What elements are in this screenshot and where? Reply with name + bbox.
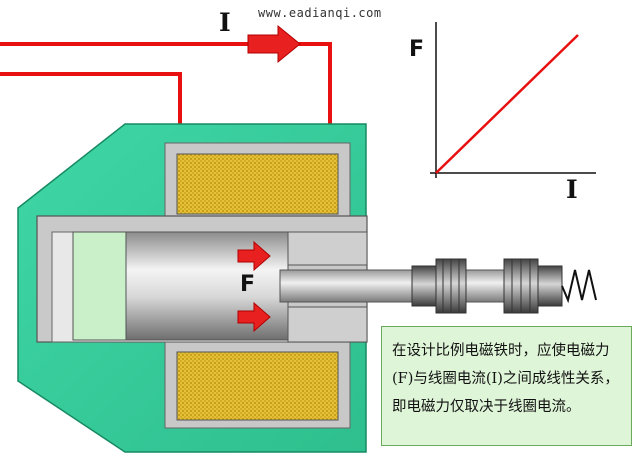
coil-upper xyxy=(176,153,339,215)
force-label: F xyxy=(240,272,256,297)
force-arrow-lower xyxy=(237,301,271,333)
spring xyxy=(561,269,597,304)
armature xyxy=(125,231,289,341)
current-label: I xyxy=(219,8,231,37)
pole-piece-top xyxy=(287,231,368,266)
armature-face xyxy=(72,231,128,341)
explanation-note: 在设计比例电磁铁时，应使电磁力(F)与线圈电流(I)之间成线性关系，即电磁力仅取… xyxy=(381,326,632,446)
graph-y-label: F xyxy=(409,37,425,62)
graph-x-label: I xyxy=(566,175,578,204)
wire-lower xyxy=(0,72,182,145)
force-arrow-upper xyxy=(237,240,271,272)
force-current-graph xyxy=(430,22,596,178)
pole-piece-bottom xyxy=(287,306,368,343)
watermark: www.eadianqi.com xyxy=(258,6,382,20)
graph-linear-line xyxy=(435,34,579,174)
rod-collar-right xyxy=(503,258,563,314)
current-arrow xyxy=(247,24,301,64)
wire-upper xyxy=(0,42,332,145)
lead-wires xyxy=(0,24,332,145)
rod-collar-left xyxy=(411,258,467,314)
push-rod xyxy=(279,269,429,303)
coil-lower xyxy=(176,351,339,421)
